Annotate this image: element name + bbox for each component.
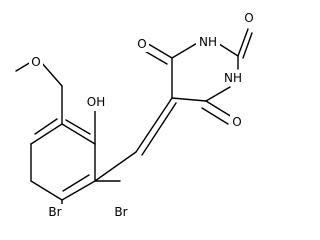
bond-c6-o bbox=[205, 100, 233, 118]
bond-ring-c2-c3-inner bbox=[34, 118, 58, 135]
atom-label-o-left: O bbox=[137, 37, 146, 51]
bond-c6-o-double bbox=[201, 107, 229, 125]
bond-o-ring bbox=[40, 61, 63, 87]
bond-ring-c1-c6-inner bbox=[65, 119, 91, 135]
bond-ring-c5-c6-inner bbox=[62, 174, 90, 192]
bond-c4-o-double bbox=[142, 49, 168, 65]
bond-ring-c1-c6 bbox=[61, 123, 96, 145]
atom-label-nh-right: NH bbox=[224, 71, 242, 85]
molecule-canvas: O OH NH NH O O O Br Br bbox=[15, 11, 254, 219]
bond-ring-c5-c6 bbox=[61, 180, 96, 201]
atom-label-br-left: Br bbox=[48, 205, 61, 219]
bond-ring-c2-c3 bbox=[30, 123, 63, 145]
atom-label-o-bottom-right: O bbox=[232, 115, 241, 129]
bond-c2-o bbox=[237, 28, 249, 57]
bond-methyl-o bbox=[15, 61, 32, 72]
atom-label-hydroxyl: OH bbox=[87, 95, 105, 109]
bond-ring-c4-c5 bbox=[30, 180, 63, 201]
bond-pyr-n1-c6 bbox=[205, 86, 231, 102]
bond-pyr-c4-n3 bbox=[171, 41, 200, 59]
bond-c4-o bbox=[144, 41, 173, 59]
bond-ring-to-methine bbox=[94, 151, 137, 182]
atom-label-nh-top: NH bbox=[199, 35, 217, 49]
atom-label-br-right: Br bbox=[114, 205, 127, 219]
bond-methine-c5 bbox=[135, 97, 173, 153]
bond-c2-o-double bbox=[242, 32, 253, 59]
bond-methine-c5-double bbox=[141, 102, 177, 156]
bond-pyr-c6-c5 bbox=[171, 97, 207, 102]
structure-drawing: O OH NH NH O O O Br Br bbox=[15, 11, 254, 219]
atom-label-o-methoxy: O bbox=[31, 55, 40, 69]
atom-label-o-top-right: O bbox=[244, 11, 253, 25]
